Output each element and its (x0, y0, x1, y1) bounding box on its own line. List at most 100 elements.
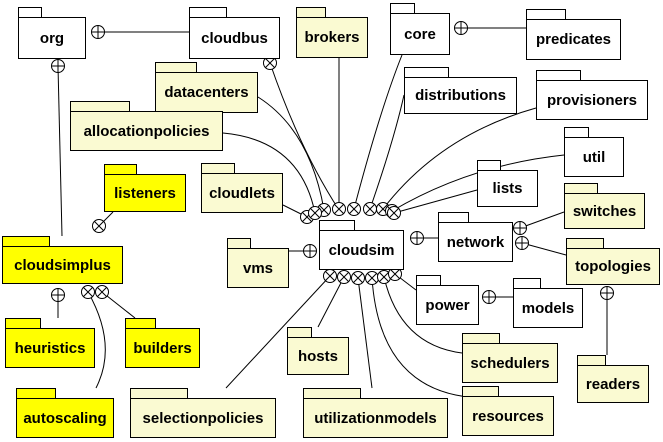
link-line (369, 94, 405, 210)
package-label: provisioners (536, 80, 648, 120)
marker-stroke (334, 204, 344, 214)
package-utilizationmodels[interactable]: utilizationmodels (303, 388, 448, 438)
package-tab (566, 238, 604, 249)
package-readers[interactable]: readers (577, 355, 649, 403)
link-cloudsimplus-heuristics (51, 288, 65, 318)
package-label: resources (462, 396, 554, 436)
link-cloudsim-vms (289, 244, 317, 258)
package-label: distributions (404, 77, 517, 114)
package-label: util (564, 137, 624, 177)
link-cloudsim-selectionpolicies (225, 269, 337, 389)
link-line (269, 62, 340, 211)
package-hosts[interactable]: hosts (287, 327, 349, 375)
package-tab (189, 7, 227, 18)
package-core[interactable]: core (390, 3, 450, 55)
link-line (521, 242, 567, 256)
package-label: predicates (526, 19, 621, 60)
link-line (393, 189, 478, 214)
link-cloudsim-network (410, 231, 438, 245)
package-label: hosts (287, 337, 349, 375)
package-schedulers[interactable]: schedulers (462, 333, 558, 383)
package-label: lists (477, 170, 538, 207)
package-tab (404, 67, 449, 78)
link-org-cloudbus (91, 25, 189, 39)
package-label: cloudsim (319, 230, 404, 270)
link-line (225, 275, 331, 389)
package-label: schedulers (462, 343, 558, 383)
package-listeners[interactable]: listeners (104, 164, 186, 212)
link-cloudsim-provisioners (376, 107, 537, 216)
package-autoscaling[interactable]: autoscaling (16, 388, 114, 438)
link-line (383, 276, 463, 354)
package-tab (319, 220, 355, 231)
package-tab (227, 238, 251, 249)
package-label: topologies (566, 248, 660, 285)
package-predicates[interactable]: predicates (526, 9, 621, 60)
link-line (371, 277, 483, 399)
marker-stroke (367, 273, 377, 283)
package-label: allocationpolicies (70, 111, 223, 151)
link-cloudsim-resources (365, 271, 483, 399)
package-label: cloudbus (189, 17, 280, 59)
package-org[interactable]: org (18, 7, 86, 59)
package-tab (536, 70, 581, 81)
marker-stroke (353, 273, 363, 283)
package-cloudlets[interactable]: cloudlets (201, 163, 283, 213)
marker-stroke (390, 269, 400, 279)
link-cloudsim-power (388, 267, 417, 291)
package-tab (16, 388, 56, 399)
package-tab (104, 164, 137, 175)
package-tab (416, 275, 441, 286)
marker-stroke (310, 208, 320, 218)
package-tab (70, 101, 130, 112)
package-resources[interactable]: resources (462, 386, 554, 436)
link-topologies-readers (600, 286, 614, 355)
link-org-cloudsimplus (51, 59, 65, 237)
package-tab (130, 388, 188, 399)
package-tab (296, 7, 326, 18)
package-switches[interactable]: switches (564, 183, 645, 229)
package-tab (462, 386, 499, 397)
link-network-topologies (515, 236, 567, 256)
package-brokers[interactable]: brokers (296, 7, 368, 58)
link-line (353, 54, 403, 210)
marker-stroke (378, 204, 388, 214)
package-label: heuristics (5, 328, 95, 368)
package-tab (2, 236, 50, 247)
package-cloudbus[interactable]: cloudbus (189, 7, 280, 59)
link-network-switches (513, 211, 565, 235)
package-tab (477, 160, 501, 171)
package-distributions[interactable]: distributions (404, 67, 517, 114)
package-lists[interactable]: lists (477, 160, 538, 207)
package-label: builders (125, 328, 200, 368)
package-tab (125, 318, 156, 329)
package-label: switches (564, 193, 645, 229)
package-tab (564, 127, 589, 138)
package-heuristics[interactable]: heuristics (5, 318, 95, 368)
marker-stroke (389, 208, 399, 218)
package-tab (303, 388, 361, 399)
package-label: utilizationmodels (303, 398, 448, 438)
link-line (317, 276, 345, 328)
package-selectionpolicies[interactable]: selectionpolicies (130, 388, 276, 438)
package-power[interactable]: power (416, 275, 479, 325)
marker-stroke (265, 58, 275, 68)
package-network[interactable]: network (438, 212, 513, 262)
package-tab (438, 212, 469, 223)
package-tab (564, 183, 598, 194)
package-label: vms (227, 248, 289, 288)
package-tab (5, 318, 41, 329)
package-label: cloudlets (201, 173, 283, 213)
package-provisioners[interactable]: provisioners (536, 70, 648, 120)
package-vms[interactable]: vms (227, 238, 289, 288)
package-builders[interactable]: builders (125, 318, 200, 368)
package-util[interactable]: util (564, 127, 624, 177)
link-cloudsim-utilizationmodels (351, 271, 373, 389)
package-allocationpolicies[interactable]: allocationpolicies (70, 101, 223, 151)
package-cloudsim[interactable]: cloudsim (319, 220, 404, 270)
package-cloudsimplus[interactable]: cloudsimplus (2, 236, 123, 284)
link-line (222, 132, 316, 214)
package-topologies[interactable]: topologies (566, 238, 660, 285)
package-models[interactable]: models (513, 278, 583, 328)
